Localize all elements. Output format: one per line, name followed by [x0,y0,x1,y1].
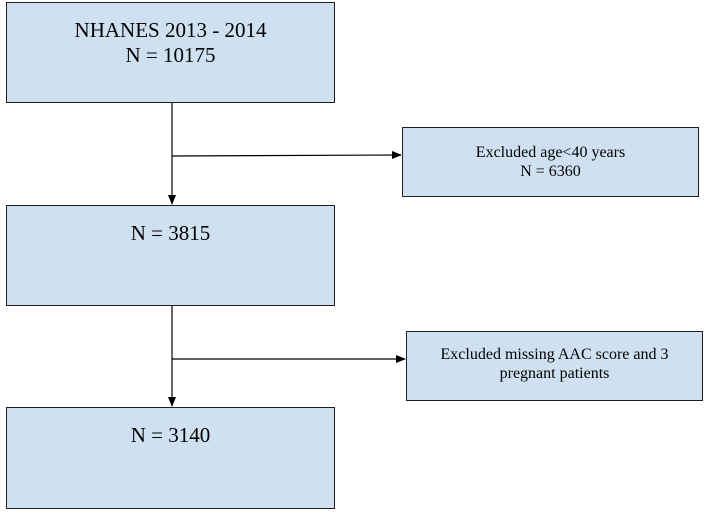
box-after-age-exclusion: N = 3815 [6,205,335,306]
arrow-right-1 [171,151,402,160]
box-nhanes-title: NHANES 2013 - 2014 [74,18,267,42]
exclusion-missing-label-2: pregnant patients [499,365,610,382]
box-nhanes-total: NHANES 2013 - 2014 N = 10175 [6,2,335,103]
box-nhanes-count: N = 10175 [125,43,216,67]
exclusion-box-age: Excluded age<40 years N = 6360 [402,127,699,197]
exclusion-age-label: Excluded age<40 years [475,144,626,161]
exclusion-box-missing-aac: Excluded missing AAC score and 3 pregnan… [406,331,703,401]
box-final-sample: N = 3140 [6,407,335,509]
exclusion-age-count: N = 6360 [520,163,581,180]
box-final-count: N = 3140 [130,423,211,447]
box-after-age-count: N = 3815 [130,221,211,245]
exclusion-missing-label-1: Excluded missing AAC score and 3 [440,346,669,363]
